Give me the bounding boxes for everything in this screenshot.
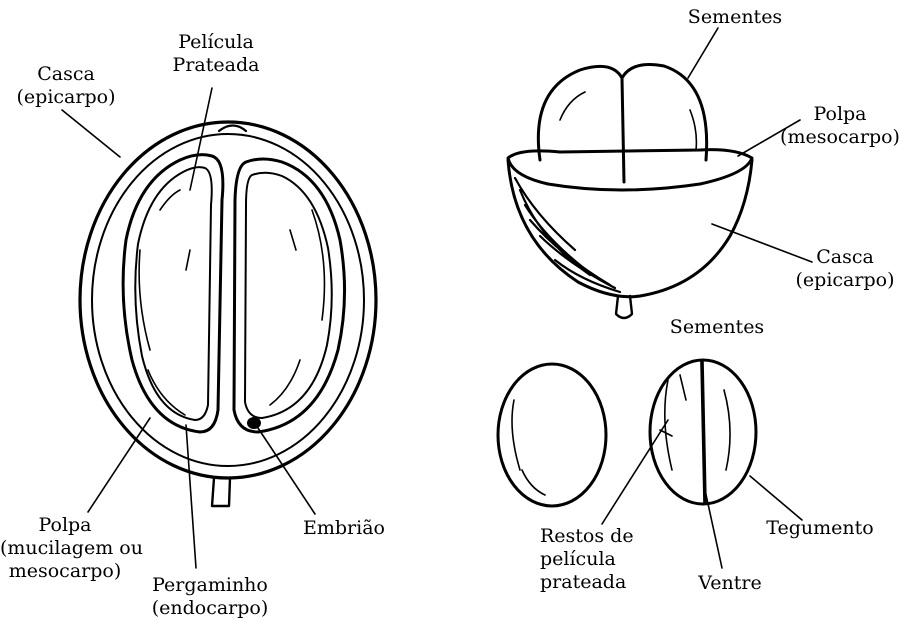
fruit-top-notch [219,126,246,132]
label-tegumento: Tegumento [760,517,880,540]
label-polpa-mesocarpo: Polpa(mesocarpo) [780,103,900,149]
label-sementes-top: Sementes [680,6,790,29]
opened-fruit [508,65,752,319]
label-sementes-mid: Sementes [662,316,772,339]
fruit-stalk [616,296,632,318]
left-bean-parchment [135,167,211,420]
label-casca-epicarpo-right: Casca(epicarpo) [790,246,900,292]
seed-ventral-groove [702,362,705,503]
right-bean-parchment [245,173,332,418]
label-ventre: Ventre [690,572,770,595]
label-casca-epicarpo-left: Casca(epicarpo) [16,63,116,109]
fruit-stem [212,478,230,506]
label-embriao: Embrião [294,517,394,540]
embryo [247,417,261,429]
cherry-cross-section [80,122,376,506]
cup-rim [508,150,752,190]
label-pergaminho: Pergaminho(endocarpo) [150,574,270,620]
seeds-center-line [622,78,624,182]
right-bean [234,159,345,432]
seed-front [498,364,606,506]
